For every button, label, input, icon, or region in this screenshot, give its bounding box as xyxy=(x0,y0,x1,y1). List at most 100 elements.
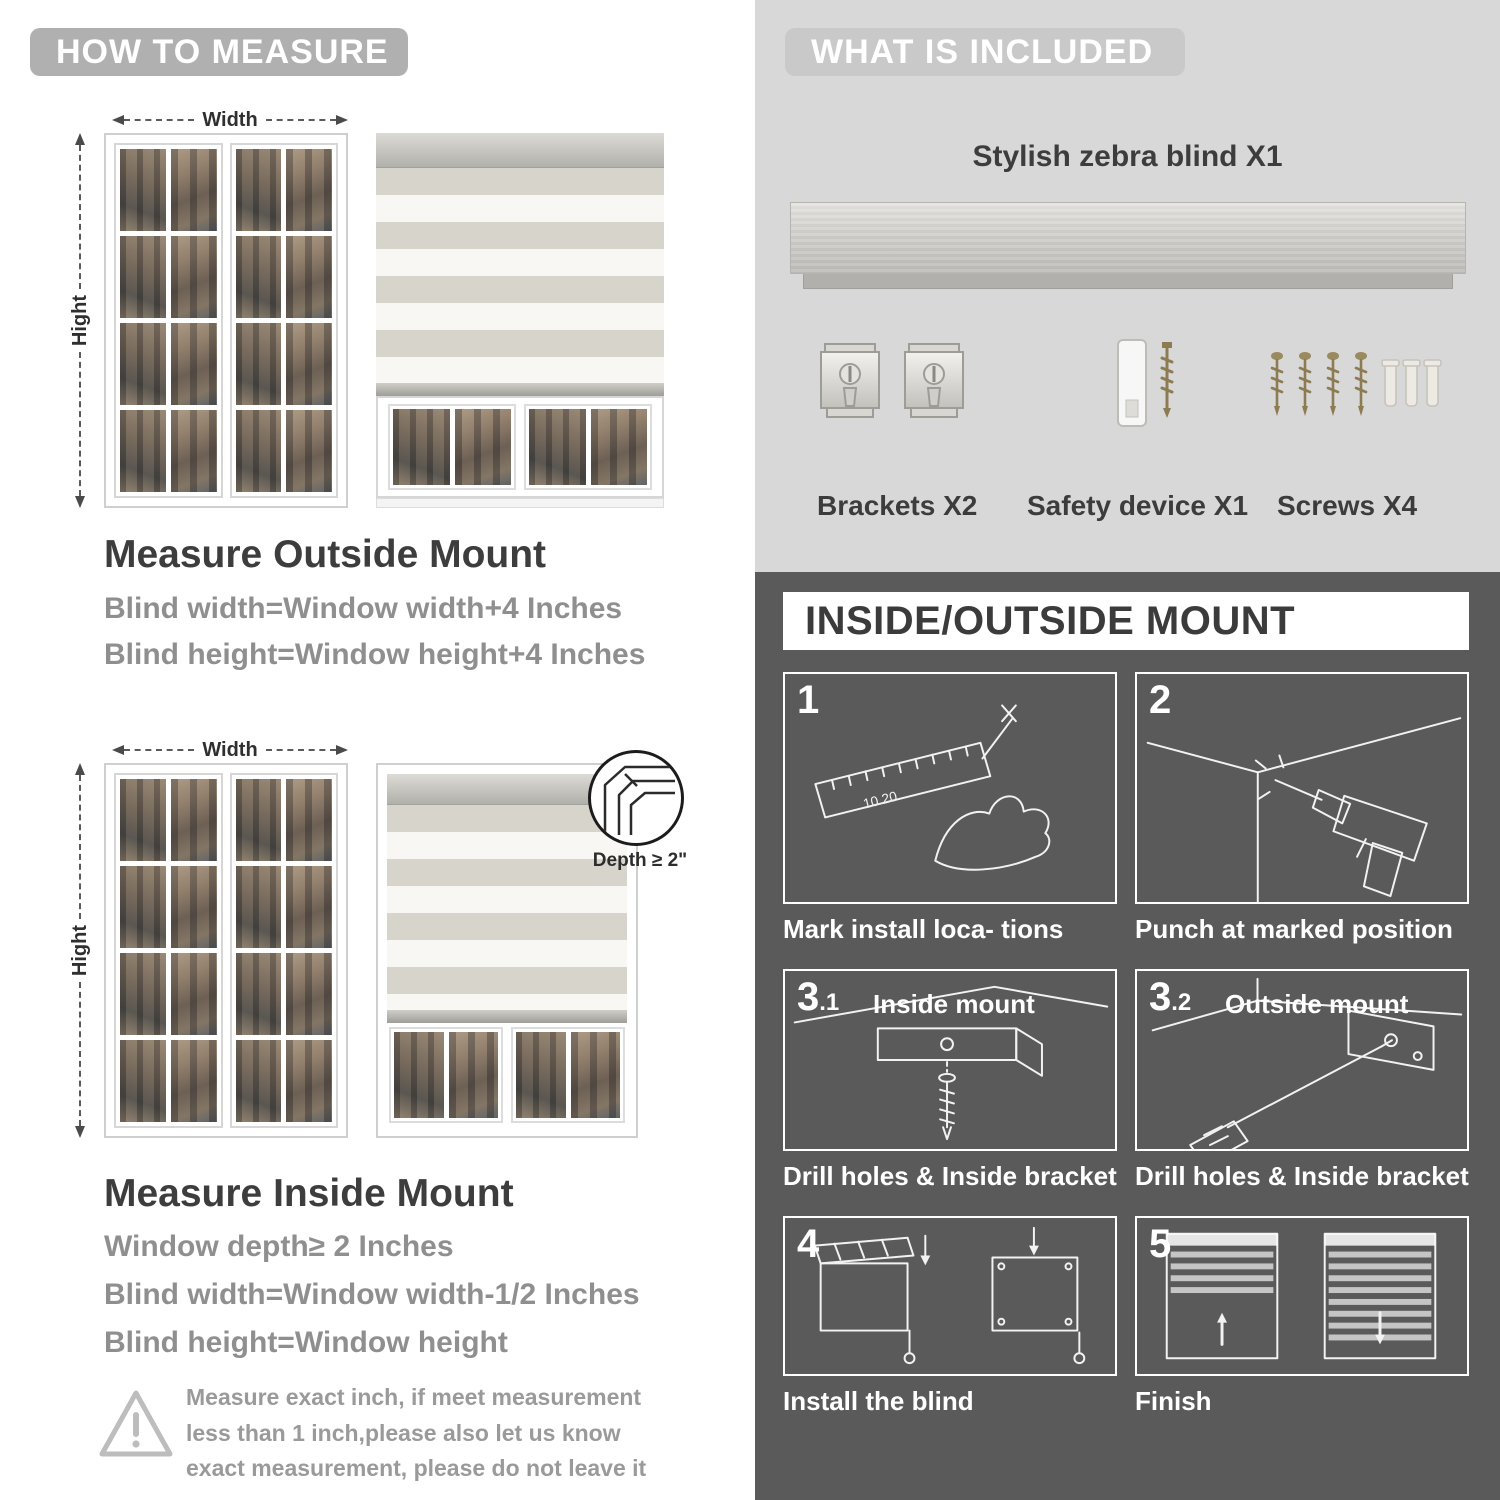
mount-step-1: 1 10 20 Mark instal xyxy=(783,672,1117,945)
window-pane xyxy=(286,410,332,492)
window-pane xyxy=(516,1032,566,1118)
window-pane xyxy=(235,410,282,492)
step-1-caption: Mark install loca- tions xyxy=(783,914,1064,944)
step-number: 5 xyxy=(1149,1222,1172,1266)
mount-step-2: 2 Punch at marked position xyxy=(1135,672,1469,945)
step-3-1-panel: 3.1 Inside mount xyxy=(783,969,1117,1151)
dashed-line xyxy=(265,119,337,121)
window-sash xyxy=(229,773,338,1128)
window-pane xyxy=(286,779,332,861)
mount-steps-grid: 1 10 20 Mark instal xyxy=(783,672,1469,1417)
mount-step-3-1: 3.1 Inside mount xyxy=(783,969,1117,1192)
height-dimension-inside: Hight xyxy=(69,763,91,1138)
dashed-line xyxy=(79,352,81,496)
window-pane xyxy=(235,236,282,318)
window-pane xyxy=(394,1032,444,1118)
step-3-1-caption: Drill holes & Inside bracket xyxy=(783,1161,1117,1191)
window-pane xyxy=(286,953,332,1035)
step-3-2-title: Outside mount xyxy=(1225,989,1409,1019)
safety-device-label: Safety device X1 xyxy=(1027,490,1249,521)
step-number: 3.1 xyxy=(797,975,840,1019)
step-5-panel: 5 xyxy=(1135,1216,1469,1376)
depth-zoom-circle xyxy=(588,750,684,846)
blind-bottom-rail xyxy=(387,1010,627,1023)
outside-mount-title: Measure Outside Mount xyxy=(104,533,547,576)
window-pane xyxy=(120,953,166,1035)
arrow-up-icon xyxy=(75,133,85,145)
window-pane xyxy=(170,149,217,231)
window-corner-detail-icon xyxy=(603,765,675,835)
window-sash xyxy=(114,773,223,1128)
what-is-included-header: WHAT IS INCLUDED xyxy=(785,28,1185,76)
arrow-right-icon xyxy=(336,115,349,125)
window-pane xyxy=(120,149,166,231)
height-label: Hight xyxy=(68,924,91,977)
inside-mount-rule-1: Window depth≥ 2 Inches xyxy=(104,1230,454,1263)
mount-step-4: 4 Install the blind xyxy=(783,1216,1117,1417)
step-3-1-title: Inside mount xyxy=(873,989,1035,1019)
blind-cassette xyxy=(387,774,627,805)
step-3-2-panel: 3.2 Outside mount xyxy=(1135,969,1469,1151)
window-pane xyxy=(120,410,166,492)
window-pane xyxy=(393,409,450,485)
inside-outside-mount-header: INSIDE/OUTSIDE MOUNT xyxy=(783,592,1469,650)
step-number: 4 xyxy=(797,1222,820,1266)
dashed-line xyxy=(124,749,195,751)
step-number: 2 xyxy=(1149,678,1172,722)
height-label: Hight xyxy=(68,294,91,347)
window-sill xyxy=(376,498,664,508)
window-pane xyxy=(448,1032,498,1118)
zebra-blind-item-label: Stylish zebra blind X1 xyxy=(972,140,1283,173)
step-4-caption: Install the blind xyxy=(783,1386,974,1416)
window-pane xyxy=(235,779,282,861)
window-pane xyxy=(235,866,282,948)
window-pane xyxy=(529,409,586,485)
zebra-blind-window-inside xyxy=(376,763,638,1138)
arrow-left-icon xyxy=(112,745,124,755)
how-to-measure-header: HOW TO MEASURE xyxy=(30,28,408,76)
window-pane xyxy=(454,409,511,485)
window-sash xyxy=(524,404,652,490)
window-pane xyxy=(120,236,166,318)
window-pane xyxy=(170,866,217,948)
install-blind-drawing xyxy=(813,1226,1086,1365)
window-pane xyxy=(170,323,217,405)
window-pane xyxy=(235,149,282,231)
width-label: Width xyxy=(202,108,258,131)
step-1-panel: 1 10 20 xyxy=(783,672,1117,904)
measure-note: Measure exact inch, if meet measurement … xyxy=(186,1384,647,1482)
step-4-panel: 4 xyxy=(783,1216,1117,1376)
dashed-line xyxy=(79,982,81,1126)
screws-icon xyxy=(1270,352,1442,416)
window-sash xyxy=(511,1027,625,1123)
step-2-caption: Punch at marked position xyxy=(1135,914,1453,944)
depth-label: Depth ≥ 2" xyxy=(592,850,688,871)
window-sash xyxy=(229,143,338,498)
step-2-panel: 2 xyxy=(1135,672,1469,904)
window-pane xyxy=(590,409,647,485)
window-sash xyxy=(114,143,223,498)
window-pane xyxy=(286,236,332,318)
inside-mount-rule-3: Blind height=Window height xyxy=(104,1326,508,1359)
what-is-included-section: WHAT IS INCLUDED Stylish zebra blind X1 xyxy=(755,0,1500,572)
window-pane xyxy=(286,323,332,405)
dashed-line xyxy=(79,775,81,919)
inside-outside-mount-section: INSIDE/OUTSIDE MOUNT 1 10 20 xyxy=(755,572,1500,1500)
zebra-stripes xyxy=(387,805,627,1010)
arrow-left-icon xyxy=(112,115,124,125)
window-lower-part xyxy=(376,396,664,498)
outside-mount-rule-1: Blind width=Window width+4 Inches xyxy=(104,592,623,625)
window-pane xyxy=(170,953,217,1035)
screws-label: Screws X4 xyxy=(1277,490,1418,521)
blind-bottom-rail xyxy=(376,383,664,396)
height-dimension-outside: Hight xyxy=(69,133,91,508)
warning-icon xyxy=(99,1390,173,1457)
window-pane xyxy=(170,236,217,318)
window-sash xyxy=(389,1027,503,1123)
mount-step-5: 5 xyxy=(1135,1216,1469,1417)
dashed-line xyxy=(265,749,337,751)
zebra-stripes xyxy=(376,168,664,383)
window-pane xyxy=(286,1040,332,1122)
headrail-bottom-lip xyxy=(803,274,1453,289)
window-illustration-inside xyxy=(104,763,348,1138)
